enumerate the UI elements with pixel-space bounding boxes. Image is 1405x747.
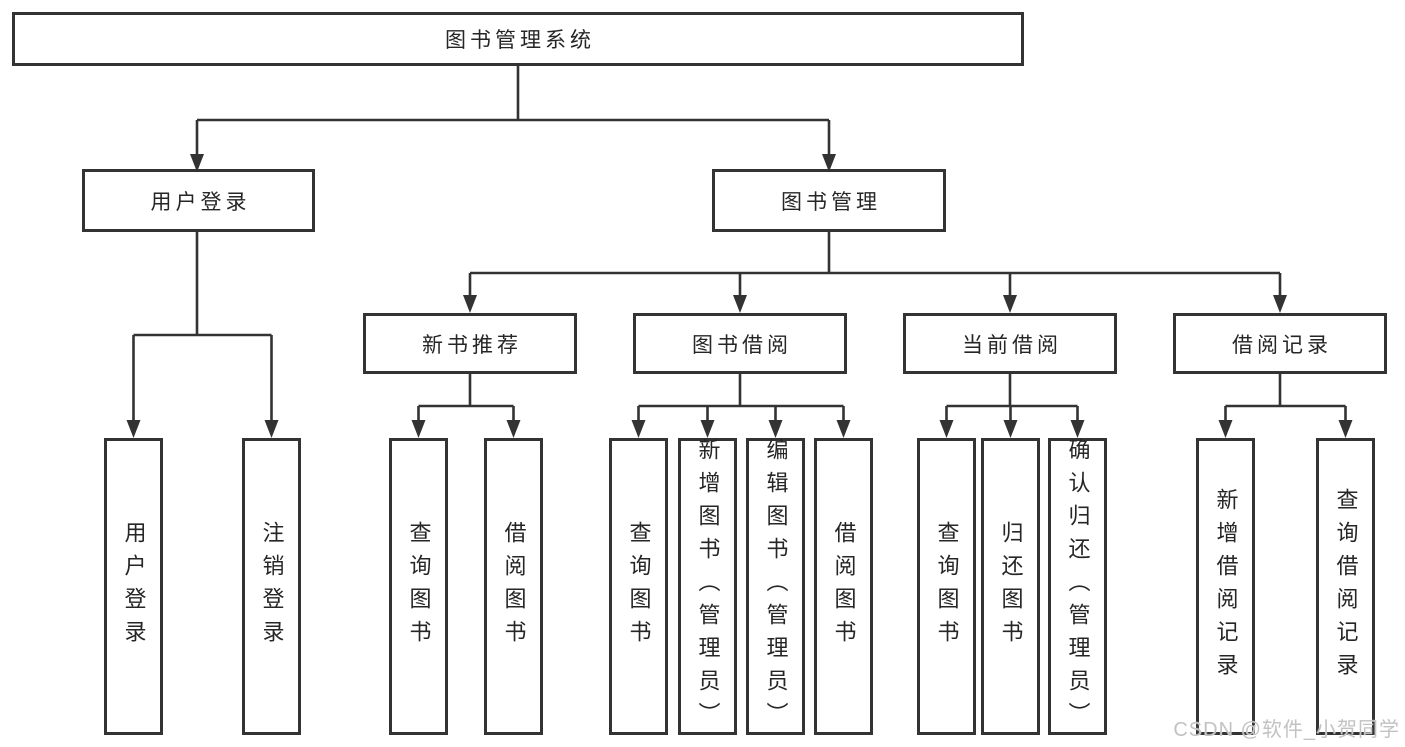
leaf-borrow-books-recommend: 借阅图书 <box>484 438 543 735</box>
leaf-query-books-recommend: 查询图书 <box>389 438 448 735</box>
leaf-query-books-current: 查询图书 <box>917 438 976 735</box>
leaf-user-login: 用户登录 <box>104 438 163 735</box>
arrowhead-icons <box>126 154 1353 438</box>
csdn-watermark: CSDN @软件_小贺同学 <box>1173 719 1400 741</box>
leaf-borrow-books: 借阅图书 <box>814 438 873 735</box>
leaf-query-books-borrowing: 查询图书 <box>609 438 668 735</box>
node-user-login: 用户登录 <box>82 169 315 232</box>
leaf-return-books: 归还图书 <box>981 438 1040 735</box>
node-current-borrowing: 当前借阅 <box>903 313 1117 374</box>
node-book-borrowing: 图书借阅 <box>633 313 847 374</box>
leaf-confirm-return-admin: 确认归还（管理员） <box>1048 438 1107 735</box>
node-borrowing-records: 借阅记录 <box>1173 313 1387 374</box>
leaf-add-book-admin: 新增图书（管理员） <box>678 438 737 735</box>
leaf-edit-book-admin: 编辑图书（管理员） <box>746 438 805 735</box>
node-new-book-recommendation: 新书推荐 <box>363 313 577 374</box>
leaf-logout: 注销登录 <box>242 438 301 735</box>
leaf-query-borrow-record: 查询借阅记录 <box>1316 438 1375 735</box>
leaf-add-borrow-record: 新增借阅记录 <box>1196 438 1255 735</box>
node-book-management: 图书管理 <box>712 169 946 232</box>
node-library-management-system: 图书管理系统 <box>12 12 1024 66</box>
